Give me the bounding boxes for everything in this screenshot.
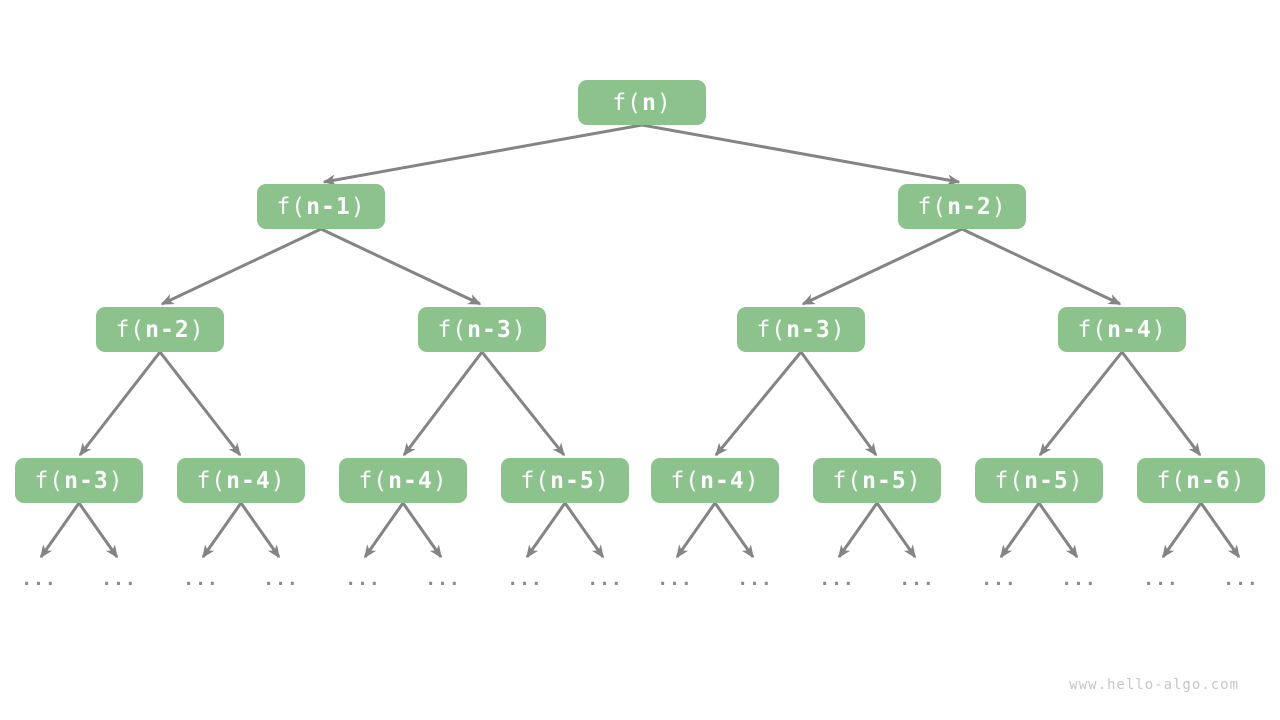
ellipsis: ... — [899, 569, 935, 590]
node-label: ) — [108, 467, 124, 494]
node-label-arg: n-5 — [550, 467, 595, 494]
node-label: f( — [1156, 467, 1187, 494]
node-label-arg: n — [641, 89, 657, 116]
node-label: f( — [196, 467, 227, 494]
ellipsis: ... — [263, 569, 299, 590]
node-label: f( — [358, 467, 389, 494]
ellipsis: ... — [1061, 569, 1097, 590]
node-label: ) — [1230, 467, 1246, 494]
ellipsis: ... — [183, 569, 219, 590]
ellipsis: ... — [587, 569, 623, 590]
node-label: ) — [744, 467, 760, 494]
node-label: f( — [1077, 316, 1108, 343]
node-label: f( — [917, 193, 948, 220]
ellipsis: ... — [425, 569, 461, 590]
tree-node: f(n-4) — [1058, 307, 1186, 352]
ellipsis: ... — [345, 569, 381, 590]
node-label-arg: n-4 — [388, 467, 433, 494]
tree-node: f(n-5) — [501, 458, 629, 503]
ellipsis: ... — [819, 569, 855, 590]
node-label: ) — [1151, 316, 1167, 343]
tree-node: f(n-3) — [15, 458, 143, 503]
node-label: f( — [276, 193, 307, 220]
node-label: f( — [832, 467, 863, 494]
node-label-arg: n-4 — [226, 467, 271, 494]
node-label: ) — [991, 193, 1007, 220]
node-label-arg: n-2 — [145, 316, 190, 343]
watermark: www.hello-algo.com — [1069, 677, 1239, 693]
tree-node: f(n-4) — [651, 458, 779, 503]
node-label: f( — [437, 316, 468, 343]
node-label: ) — [189, 316, 205, 343]
node-label-arg: n-5 — [1024, 467, 1069, 494]
tree-node: f(n-6) — [1137, 458, 1265, 503]
ellipsis: ... — [981, 569, 1017, 590]
node-label: f( — [756, 316, 787, 343]
node-label: ) — [830, 316, 846, 343]
node-label: ) — [594, 467, 610, 494]
tree-edges — [39, 123, 1241, 559]
tree-node: f(n-4) — [339, 458, 467, 503]
node-label: f( — [115, 316, 146, 343]
ellipsis: ... — [101, 569, 137, 590]
node-label-arg: n-3 — [786, 316, 831, 343]
tree-node: f(n-3) — [418, 307, 546, 352]
node-label-arg: n-3 — [467, 316, 512, 343]
node-label-arg: n-3 — [64, 467, 109, 494]
node-label: ) — [906, 467, 922, 494]
node-label-arg: n-1 — [306, 193, 351, 220]
ellipsis: ... — [1143, 569, 1179, 590]
node-label: ) — [511, 316, 527, 343]
node-label: ) — [270, 467, 286, 494]
ellipsis: ... — [507, 569, 543, 590]
ellipsis: ... — [657, 569, 693, 590]
tree-node: f(n-4) — [177, 458, 305, 503]
node-label: ) — [656, 89, 672, 116]
node-label: ) — [350, 193, 366, 220]
node-label-arg: n-4 — [700, 467, 745, 494]
node-label: ) — [432, 467, 448, 494]
ellipsis: ... — [737, 569, 773, 590]
ellipsis: ... — [21, 569, 57, 590]
node-label: ) — [1068, 467, 1084, 494]
node-label-arg: n-4 — [1107, 316, 1152, 343]
node-label: f( — [520, 467, 551, 494]
node-label: f( — [670, 467, 701, 494]
node-label: f( — [994, 467, 1025, 494]
tree-node: f(n-2) — [96, 307, 224, 352]
node-label-arg: n-5 — [862, 467, 907, 494]
tree-node: f(n-5) — [975, 458, 1103, 503]
node-label-arg: n-2 — [947, 193, 992, 220]
node-label: f( — [612, 89, 642, 116]
tree-node: f(n-1) — [257, 184, 385, 229]
tree-node: f(n-2) — [898, 184, 1026, 229]
tree-node: f(n-3) — [737, 307, 865, 352]
tree-node: f(n-5) — [813, 458, 941, 503]
ellipsis: ... — [1223, 569, 1259, 590]
node-label-arg: n-6 — [1186, 467, 1231, 494]
node-label: f( — [34, 467, 65, 494]
tree-node-root: f(n) — [578, 80, 706, 125]
